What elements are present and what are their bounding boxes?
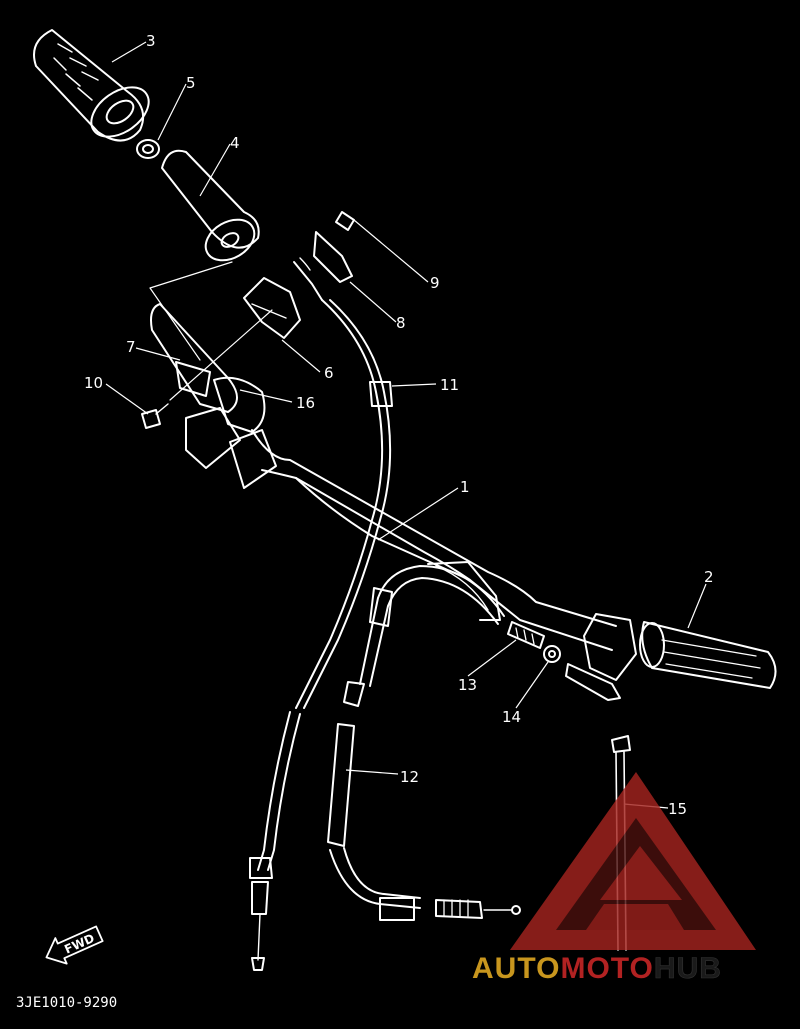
callout-5: 5 bbox=[186, 74, 196, 92]
callout-10: 10 bbox=[84, 374, 103, 392]
callout-2: 2 bbox=[704, 568, 714, 586]
right-grip-part-2 bbox=[565, 613, 777, 701]
callout-6: 6 bbox=[324, 364, 334, 382]
callout-3: 3 bbox=[146, 32, 156, 50]
cable-adjuster-part-8 bbox=[293, 231, 353, 301]
watermark-text: AUTOMOTOHUB bbox=[472, 952, 722, 985]
collar-part-5 bbox=[136, 139, 160, 159]
diagram-part-code: 3JE1010-9290 bbox=[16, 995, 117, 1011]
left-grip-part-3 bbox=[33, 29, 150, 142]
watermark-hub: HUB bbox=[654, 952, 722, 985]
callout-7: 7 bbox=[126, 338, 136, 356]
callout-9: 9 bbox=[430, 274, 440, 292]
adjuster-part-13 bbox=[507, 621, 545, 649]
callout-4: 4 bbox=[230, 134, 240, 152]
callout-16: 16 bbox=[296, 394, 315, 412]
nut-part-14 bbox=[543, 645, 561, 663]
watermark-auto: AUTO bbox=[472, 952, 560, 985]
throttle-housing-part-6 bbox=[243, 277, 301, 339]
screw-part-9 bbox=[335, 211, 355, 231]
leader-lines bbox=[105, 41, 707, 809]
assembly-guide-line bbox=[149, 261, 233, 361]
callout-14: 14 bbox=[502, 708, 521, 726]
handlebar-end-part-7 bbox=[150, 303, 238, 413]
throttle-cable-part-11 bbox=[249, 299, 393, 971]
assembly-guide-line bbox=[169, 309, 273, 401]
bolt-part-10 bbox=[141, 403, 169, 429]
automotohub-watermark: AUTOMOTOHUB bbox=[472, 772, 756, 985]
callout-1: 1 bbox=[460, 478, 470, 496]
watermark-triangle-icon bbox=[510, 772, 756, 950]
callout-12: 12 bbox=[400, 768, 419, 786]
callout-11: 11 bbox=[440, 376, 459, 394]
handlebar-part-1 bbox=[251, 429, 617, 651]
switch-body-part-16 bbox=[185, 376, 277, 489]
callout-15: 15 bbox=[668, 800, 687, 818]
throttle-tube-part-4 bbox=[161, 149, 260, 262]
callout-13: 13 bbox=[458, 676, 477, 694]
clutch-cable-part-12 bbox=[327, 565, 521, 921]
callout-8: 8 bbox=[396, 314, 406, 332]
watermark-moto: MOTO bbox=[560, 952, 653, 985]
fwd-arrow: FWD bbox=[45, 925, 104, 965]
callout-labels: 3 5 4 7 6 10 16 8 9 11 1 2 13 14 12 15 bbox=[84, 32, 714, 818]
